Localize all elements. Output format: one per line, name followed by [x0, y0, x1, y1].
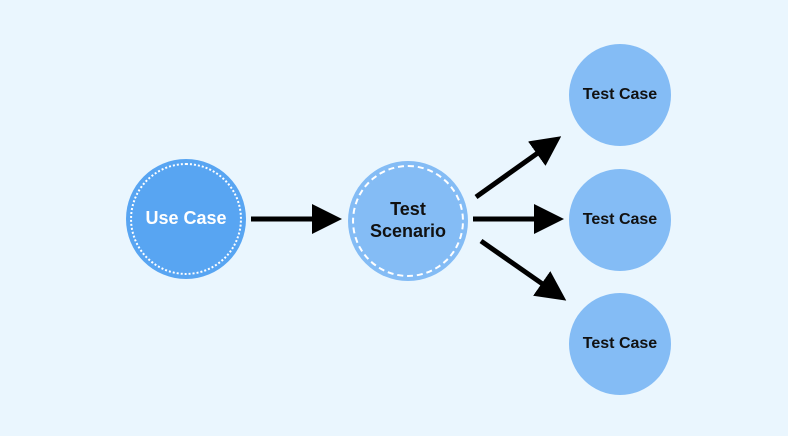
- test-case-label-3: Test Case: [582, 335, 658, 353]
- use-case-label: Use Case: [145, 208, 227, 229]
- arrow-scenario-to-testcase-1: [474, 136, 562, 200]
- arrow-scenario-to-testcase-3: [479, 238, 567, 301]
- test-case-label-1: Test Case: [582, 86, 658, 104]
- test-case-node-3: Test Case: [569, 293, 671, 395]
- test-case-node-1: Test Case: [569, 44, 671, 146]
- test-scenario-label: Test Scenario: [369, 199, 447, 241]
- test-case-node-2: Test Case: [569, 169, 671, 271]
- test-scenario-node: Test Scenario: [348, 161, 468, 281]
- use-case-node: Use Case: [126, 159, 246, 279]
- test-case-label-2: Test Case: [582, 211, 658, 229]
